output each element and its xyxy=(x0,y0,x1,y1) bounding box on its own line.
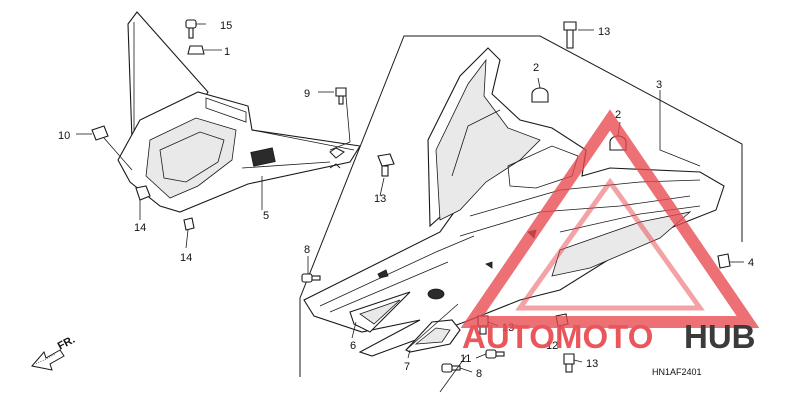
watermark-part2: MOTO xyxy=(555,318,653,355)
fastener-1-clip xyxy=(187,45,205,55)
callout-4: 4 xyxy=(748,257,754,269)
callout-14-lower: 14 xyxy=(180,252,192,264)
callout-3: 3 xyxy=(656,79,662,91)
callout-12: 12 xyxy=(546,340,558,352)
callout-13-left: 13 xyxy=(374,193,386,205)
fastener-15-bolt xyxy=(185,19,197,39)
callout-13-bottom: 13 xyxy=(586,358,598,370)
watermark-part1: AUTO xyxy=(462,318,555,355)
callout-8-bottom: 8 xyxy=(476,368,482,380)
fastener-11-screw xyxy=(485,349,505,359)
fastener-14-nut-upper xyxy=(135,185,151,201)
callout-2-upper: 2 xyxy=(533,62,539,74)
callout-11: 11 xyxy=(460,353,471,365)
callout-10: 10 xyxy=(58,130,70,142)
callout-13-top: 13 xyxy=(598,26,610,38)
fastener-13-clip-bottom xyxy=(563,353,575,373)
callout-6: 6 xyxy=(350,340,356,352)
fastener-9-screw xyxy=(335,87,347,105)
callout-14-upper: 14 xyxy=(134,222,146,234)
callout-1: 1 xyxy=(224,46,230,58)
fastener-4-nut xyxy=(717,253,731,269)
callout-5: 5 xyxy=(263,210,269,222)
fastener-10-bolt xyxy=(91,125,133,171)
watermark-logo: AUTO MOTO HUB xyxy=(460,109,760,355)
front-direction-arrow: FR. xyxy=(31,334,77,371)
fastener-8-bolt-bottom xyxy=(441,363,461,373)
watermark-part3: HUB xyxy=(684,318,756,355)
callout-15: 15 xyxy=(220,20,232,32)
upper-cover-assembly xyxy=(117,11,361,213)
rear-cowl-assembly xyxy=(299,35,743,377)
fastener-13-clip-top xyxy=(563,21,577,49)
callout-8-left: 8 xyxy=(304,244,310,256)
callout-2-lower: 2 xyxy=(615,109,621,121)
direction-label: FR. xyxy=(56,334,77,353)
fastener-8-bolt-left xyxy=(301,273,321,283)
fastener-14-nut-lower xyxy=(183,217,195,231)
callout-7: 7 xyxy=(404,361,410,373)
callout-9: 9 xyxy=(304,88,310,100)
fastener-13-clip-left xyxy=(377,153,395,177)
fastener-2-grommet-upper xyxy=(531,87,549,103)
diagram-code: HN1AF2401 xyxy=(652,367,702,377)
